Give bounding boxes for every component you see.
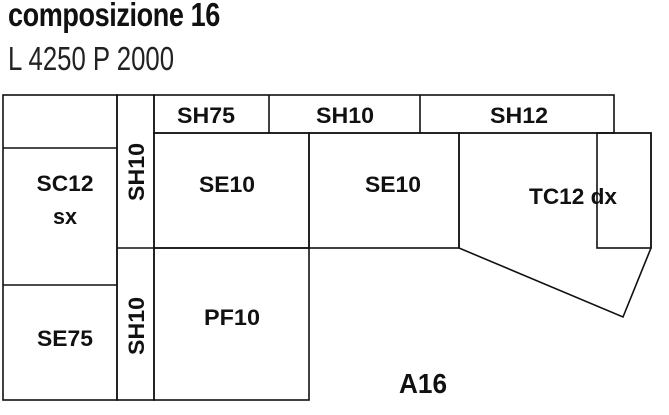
module-sh10-vertical-lower: SH10 <box>124 297 149 355</box>
module-se75: SE75 <box>37 326 93 351</box>
left-column-outline <box>2 94 118 401</box>
module-tc12-dx: TC12 dx <box>529 184 618 209</box>
module-pf10: PF10 <box>204 305 260 330</box>
tc12-outline <box>458 132 652 319</box>
pf10-outline <box>153 247 310 401</box>
tc12-arm-outline <box>596 132 652 249</box>
module-se10-right: SE10 <box>365 172 421 197</box>
module-se10-left: SE10 <box>199 172 255 197</box>
module-sc12-side: sx <box>53 204 78 229</box>
module-sh10-vertical-upper: SH10 <box>124 143 149 201</box>
composition-code: A16 <box>399 368 447 399</box>
page-title: composizione 16 <box>8 0 220 33</box>
module-sc12: SC12 <box>37 171 94 196</box>
module-sh12: SH12 <box>490 103 548 128</box>
dimensions-label: L 4250 P 2000 <box>8 40 175 77</box>
module-sh75: SH75 <box>177 103 235 128</box>
module-sh10-top: SH10 <box>316 103 374 128</box>
